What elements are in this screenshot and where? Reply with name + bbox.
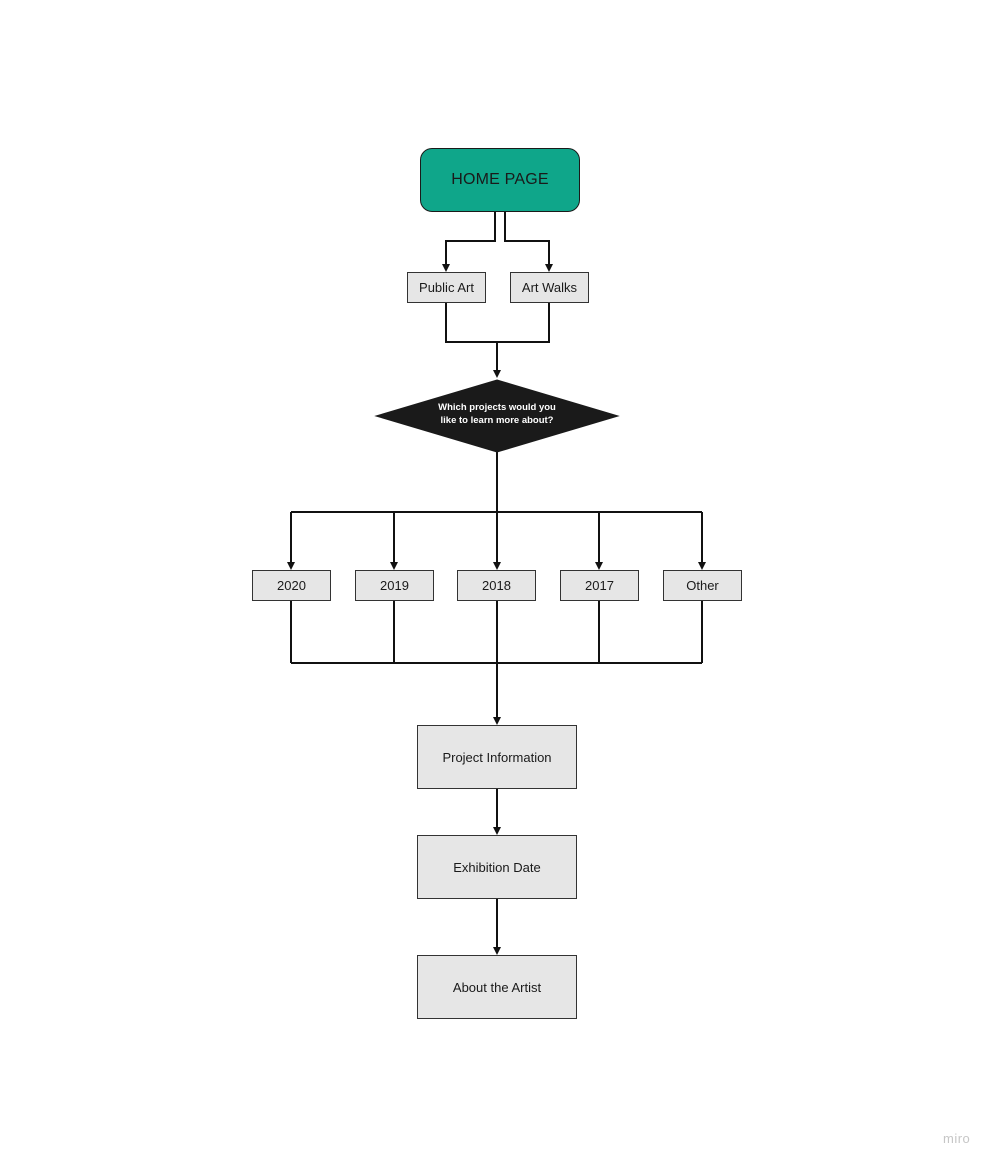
year-node-other[interactable]: Other — [663, 570, 742, 601]
art-walks-label: Art Walks — [521, 280, 578, 295]
decision-diamond — [374, 379, 620, 453]
public-art-label: Public Art — [419, 280, 474, 295]
about-the-artist-node[interactable]: About the Artist — [417, 955, 577, 1019]
connector-home-art-walks — [504, 212, 553, 272]
art-walks-node[interactable]: Art Walks — [510, 272, 589, 303]
exhibition-date-node[interactable]: Exhibition Date — [417, 835, 577, 899]
year-label-2020: 2020 — [277, 578, 306, 593]
miro-watermark: miro — [943, 1131, 971, 1146]
connector-home-public-art — [442, 212, 496, 272]
year-label-2018: 2018 — [482, 578, 511, 593]
connector-public-art-merge — [445, 303, 550, 343]
year-label-2019: 2019 — [380, 578, 409, 593]
public-art-node[interactable]: Public Art — [407, 272, 486, 303]
year-label-2017: 2017 — [585, 578, 614, 593]
project-information-node[interactable]: Project Information — [417, 725, 577, 789]
home-page-node[interactable]: HOME PAGE — [420, 148, 580, 212]
decision-question-line-1: Which projects would you — [438, 402, 556, 413]
year-label-other: Other — [686, 578, 719, 593]
year-node-2018[interactable]: 2018 — [457, 570, 536, 601]
decision-question[interactable]: Which projects would you like to learn m… — [400, 401, 594, 431]
year-node-2020[interactable]: 2020 — [252, 570, 331, 601]
home-page-label: HOME PAGE — [451, 171, 549, 188]
year-node-2019[interactable]: 2019 — [355, 570, 434, 601]
project-information-label: Project Information — [442, 749, 552, 765]
exhibition-date-label: Exhibition Date — [453, 859, 541, 875]
decision-question-line-2: like to learn more about? — [440, 415, 554, 426]
about-the-artist-label: About the Artist — [452, 979, 542, 995]
year-node-2017[interactable]: 2017 — [560, 570, 639, 601]
